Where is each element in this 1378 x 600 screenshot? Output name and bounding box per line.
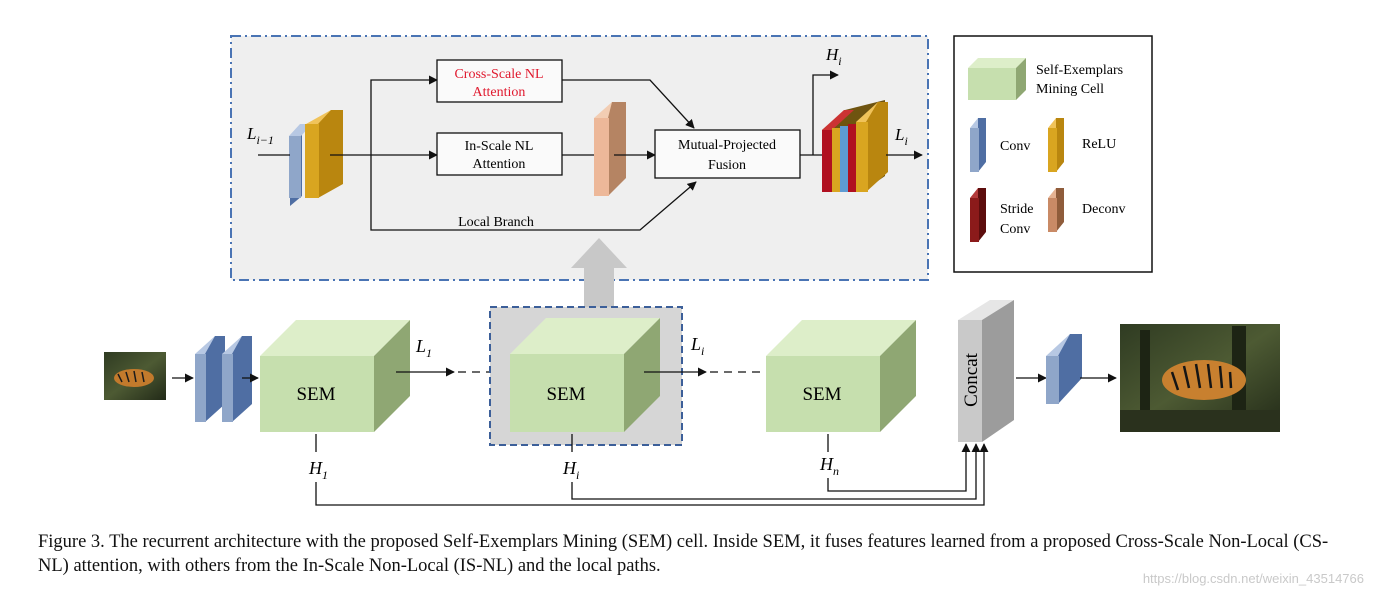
svg-text:Cross-Scale NL: Cross-Scale NL	[454, 67, 543, 82]
sem-cube-i: SEM	[510, 318, 660, 432]
tail-conv-block	[1046, 334, 1082, 404]
cross-scale-attention-box: Cross-Scale NL Attention	[436, 59, 563, 103]
legend-conv-label: Conv	[1000, 139, 1030, 154]
h1-label: H1	[308, 458, 328, 482]
input-feature-block	[289, 110, 343, 206]
legend-deconv-swatch	[1048, 188, 1064, 232]
legend-sem-swatch	[968, 58, 1026, 100]
legend-stride-label-2: Conv	[1000, 222, 1030, 237]
svg-text:Attention: Attention	[473, 157, 526, 172]
figure-caption: Figure 3. The recurrent architecture wit…	[38, 532, 1329, 576]
in-scale-attention-box: In-Scale NL Attention	[436, 132, 563, 176]
architecture-diagram: Li−1 Cross-Scale NL Attention In-Scale N…	[104, 35, 1280, 506]
legend-relu-label: ReLU	[1082, 137, 1116, 152]
concat-block: Concat	[958, 300, 1014, 442]
mutual-projected-fusion-box: Mutual-Projected Fusion	[654, 129, 801, 179]
head-conv-blocks	[195, 336, 252, 422]
legend-sem-label-2: Mining Cell	[1036, 82, 1104, 97]
legend-conv-swatch	[970, 118, 986, 172]
svg-text:SEM: SEM	[802, 384, 841, 405]
legend-deconv-label: Deconv	[1082, 202, 1126, 217]
svg-text:Fusion: Fusion	[708, 158, 746, 173]
zoom-up-arrow	[571, 238, 627, 310]
svg-text:Concat: Concat	[961, 352, 982, 407]
output-h-label: Hi	[825, 45, 842, 68]
input-image	[104, 352, 166, 400]
legend: Self-Exemplars Mining Cell Conv ReLU Str…	[953, 35, 1153, 273]
highlighted-sem-panel: SEM	[489, 306, 683, 446]
svg-text:SEM: SEM	[546, 384, 585, 405]
legend-sem-label-1: Self-Exemplars	[1036, 63, 1123, 78]
hn-label: Hn	[819, 454, 839, 478]
l1-label: L1	[415, 336, 432, 360]
output-image	[1120, 324, 1280, 432]
pipeline: SEM L1 SEM Li SEM	[104, 300, 1280, 506]
svg-text:Attention: Attention	[473, 85, 526, 100]
sem-cube-1: SEM	[260, 320, 410, 432]
deconv-block	[594, 102, 626, 196]
input-label: Li−1	[246, 124, 274, 147]
li-label: Li	[690, 334, 704, 358]
output-l-label: Li	[894, 125, 908, 148]
legend-stride-conv-swatch	[970, 188, 986, 242]
sem-detail-panel: Li−1 Cross-Scale NL Attention In-Scale N…	[230, 35, 929, 281]
hi-label: Hi	[562, 458, 579, 482]
legend-relu-swatch	[1048, 118, 1064, 172]
local-branch-label: Local Branch	[458, 215, 534, 230]
legend-stride-label-1: Stride	[1000, 202, 1033, 217]
svg-text:Mutual-Projected: Mutual-Projected	[678, 138, 776, 153]
sem-cube-n: SEM	[766, 320, 916, 432]
svg-text:In-Scale NL: In-Scale NL	[465, 139, 534, 154]
watermark: https://blog.csdn.net/weixin_43514766	[1142, 571, 1364, 586]
output-feature-stack	[822, 100, 888, 192]
svg-text:SEM: SEM	[296, 384, 335, 405]
